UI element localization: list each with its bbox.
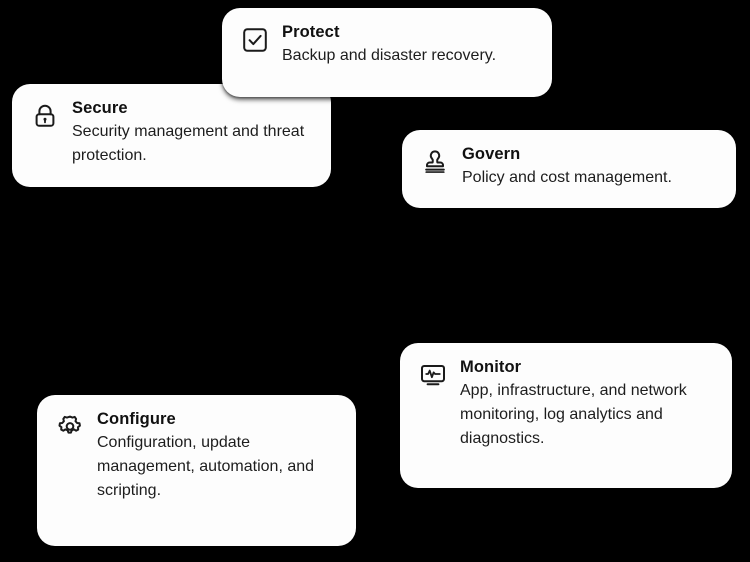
card-protect-title: Protect (282, 23, 340, 41)
lock-icon (30, 101, 60, 131)
gear-icon (55, 412, 85, 442)
card-monitor-text: Monitor App, infrastructure, and network… (460, 357, 716, 451)
stamp-icon (420, 147, 450, 177)
card-govern-description: Policy and cost management. (462, 168, 672, 186)
card-govern-title: Govern (462, 145, 521, 163)
card-configure-title: Configure (97, 410, 176, 428)
monitor-pulse-icon (418, 360, 448, 390)
checkbox-checked-icon (240, 25, 270, 55)
card-secure-description: Security management and threat protectio… (72, 122, 305, 164)
card-protect-text: Protect Backup and disaster recovery. (282, 22, 536, 68)
card-protect-description: Backup and disaster recovery. (282, 46, 497, 64)
card-secure-title: Secure (72, 99, 128, 117)
card-govern[interactable]: Govern Policy and cost management. (402, 130, 736, 208)
card-monitor[interactable]: Monitor App, infrastructure, and network… (400, 343, 732, 488)
card-configure-text: Configure Configuration, update manageme… (97, 409, 340, 503)
card-monitor-title: Monitor (460, 358, 522, 376)
card-secure-text: Secure Security management and threat pr… (72, 98, 315, 168)
card-protect[interactable]: Protect Backup and disaster recovery. (222, 8, 552, 97)
card-configure-description: Configuration, update management, automa… (97, 433, 315, 499)
card-govern-text: Govern Policy and cost management. (462, 144, 720, 190)
card-configure[interactable]: Configure Configuration, update manageme… (37, 395, 356, 546)
card-monitor-description: App, infrastructure, and network monitor… (460, 381, 687, 447)
card-secure[interactable]: Secure Security management and threat pr… (12, 84, 331, 187)
